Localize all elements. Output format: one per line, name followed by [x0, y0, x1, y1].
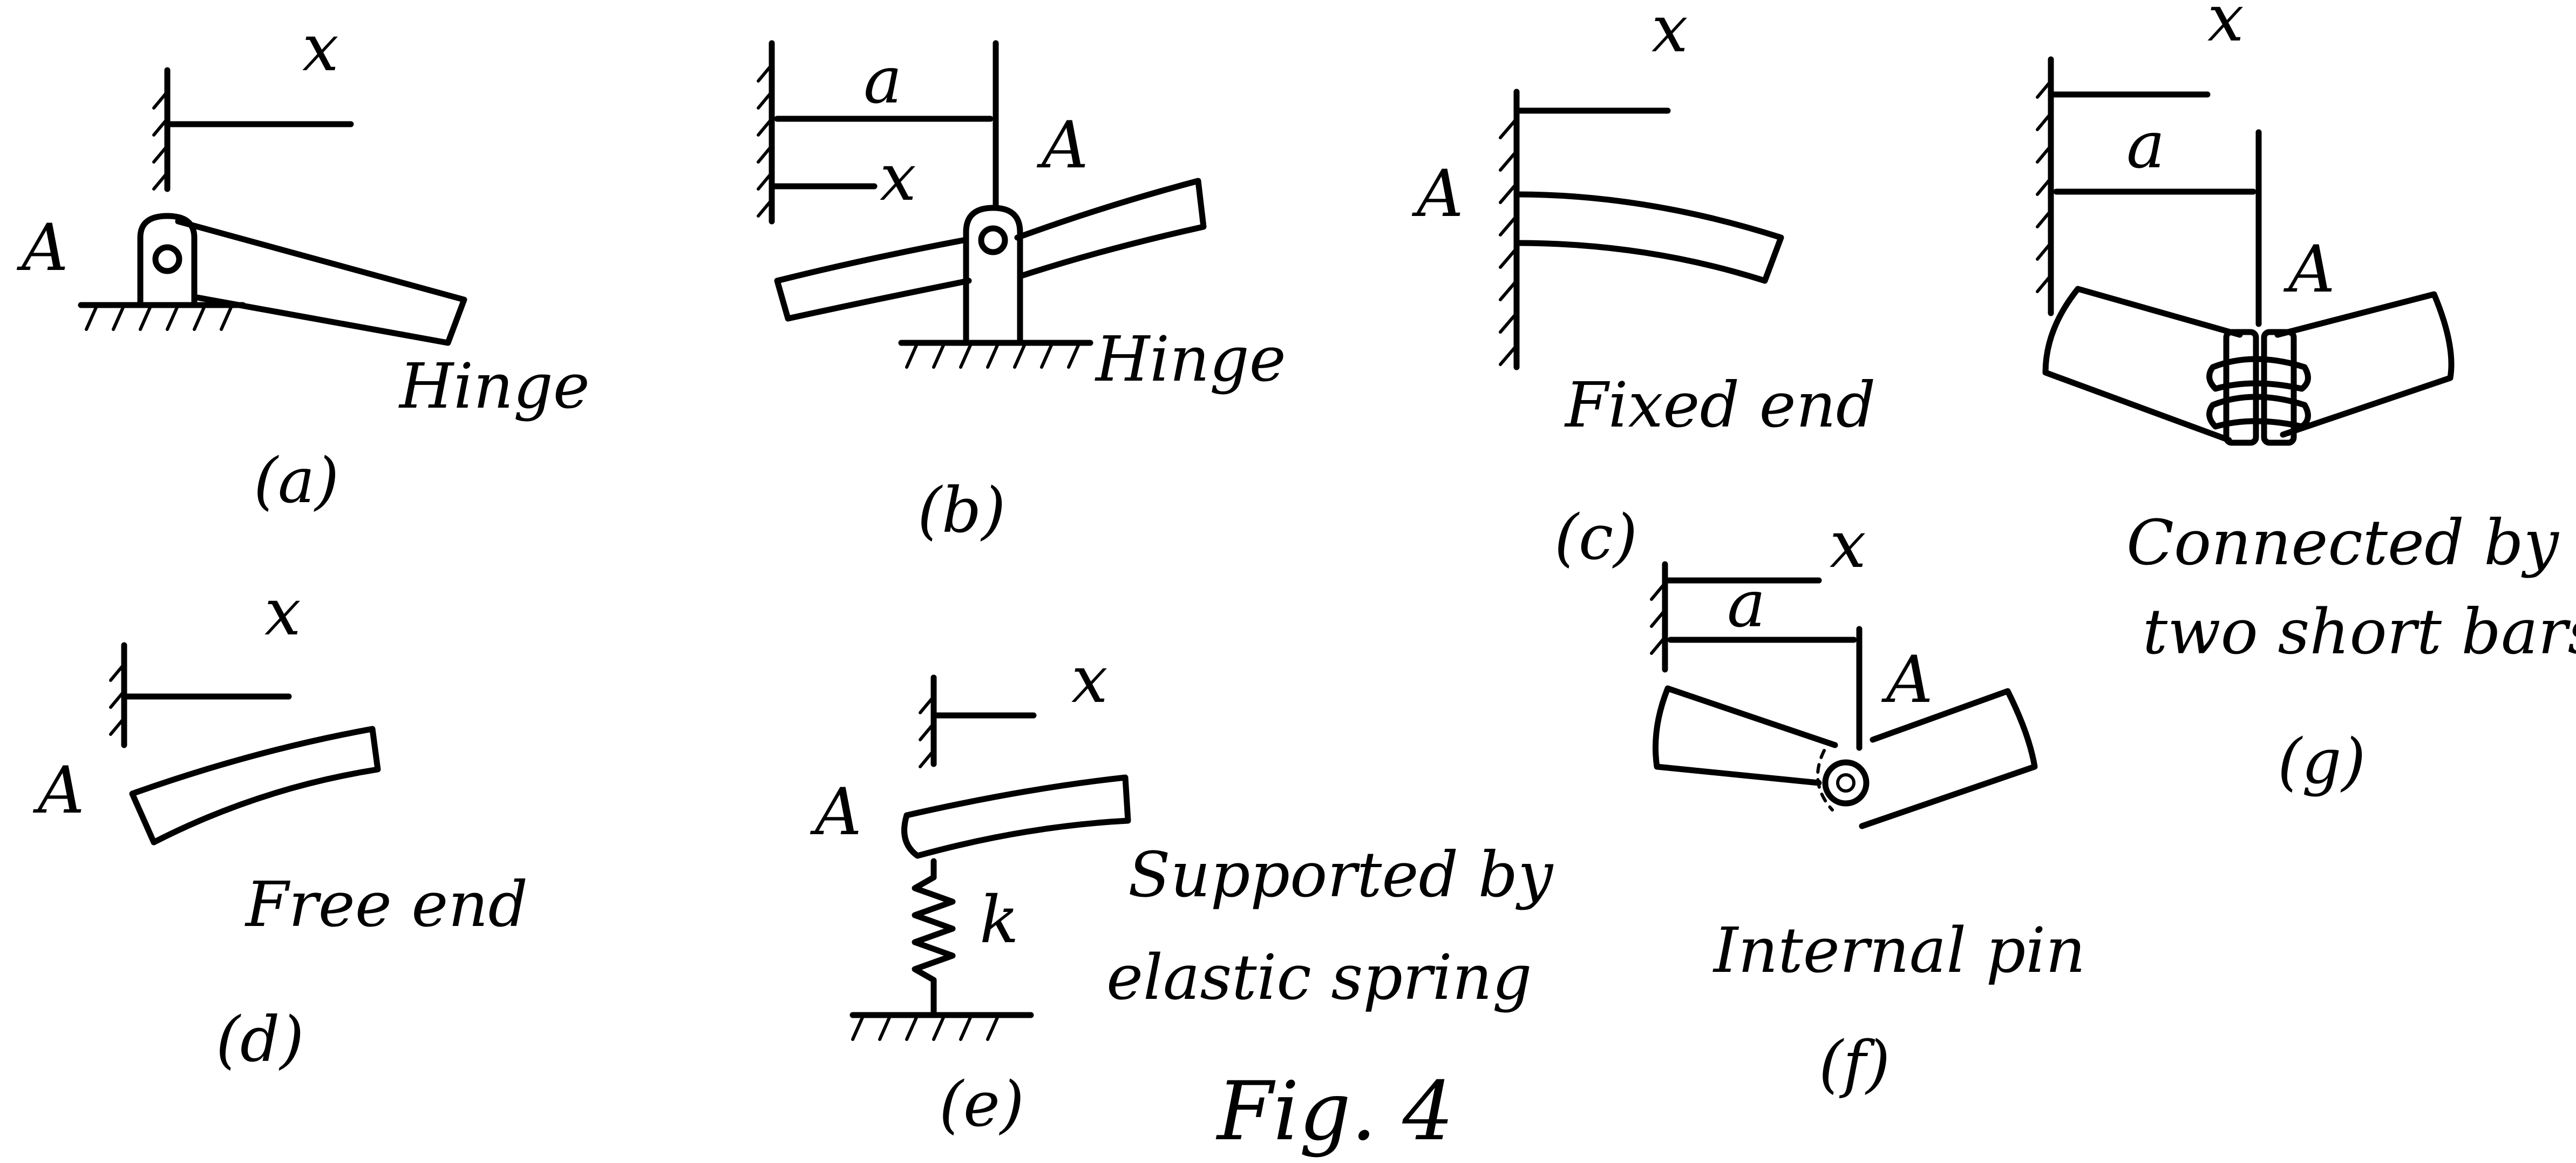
wall-hatch-a	[152, 67, 171, 192]
panel-tag-b: (b)	[917, 475, 1005, 547]
beam-e	[901, 774, 1131, 859]
panel-b: a x A Hinge (b)	[757, 40, 1286, 547]
caption-g-line2: two short bars	[2143, 596, 2576, 668]
wall-hatch-b	[757, 40, 775, 225]
point-label-c: A	[1411, 157, 1464, 232]
dimension-label-g: a	[2126, 108, 2165, 183]
panel-g: x a A Connected by two short bars (g)	[2036, 0, 2576, 798]
caption-c: Fixed end	[1564, 369, 1875, 442]
point-label-a: A	[16, 211, 69, 286]
connecting-bars-g	[2206, 329, 2311, 446]
beam-right-f	[1859, 688, 2038, 829]
spring-constant-label-e: k	[980, 883, 1019, 958]
internal-pin-f	[1816, 749, 1870, 812]
x-coordinate-label-e: x	[1071, 643, 1108, 718]
beam-left-g	[2042, 286, 2243, 443]
beam-a	[175, 218, 467, 346]
point-label-d: A	[32, 753, 85, 828]
cantilever-beam-c	[1513, 191, 1784, 284]
panel-tag-a: (a)	[254, 445, 339, 517]
caption-d: Free end	[244, 869, 528, 941]
panel-c: x A Fixed end (c)	[1411, 0, 1875, 574]
panel-tag-g: (g)	[2278, 726, 2366, 798]
beam-right-g	[2274, 291, 2455, 438]
wall-hatch-g	[2036, 56, 2054, 316]
dimension-label-b: a	[864, 43, 902, 118]
panel-tag-e: (e)	[939, 1069, 1024, 1141]
hinge-support-a	[78, 213, 246, 331]
panel-d: x A Free end (d)	[32, 575, 528, 1076]
x-coordinate-label-c: x	[1651, 0, 1688, 67]
panel-e: x A k Supported by elastic spring (e)	[810, 643, 1554, 1141]
figure-caption: Fig. 4	[1215, 1065, 1454, 1159]
panel-a: x A Hinge (a)	[16, 11, 590, 517]
wall-hatch-e	[919, 674, 937, 768]
beam-right-b	[1014, 178, 1207, 279]
dimension-label-f: a	[1727, 567, 1766, 642]
caption-g-line1: Connected by	[2126, 507, 2560, 579]
fixed-wall-c	[1499, 89, 1520, 370]
caption-f: Internal pin	[1712, 915, 2085, 987]
beam-left-b	[774, 237, 972, 322]
x-coordinate-label-g: x	[2207, 0, 2244, 56]
panel-f: x a A Internal pin (f)	[1650, 508, 2085, 1100]
point-label-b: A	[1036, 108, 1089, 183]
panel-tag-d: (d)	[216, 1004, 304, 1076]
x-coordinate-label-a: x	[302, 11, 339, 86]
x-coordinate-label-d: x	[264, 575, 301, 650]
point-label-g: A	[2283, 232, 2335, 307]
x-coordinate-label-f: x	[1830, 508, 1866, 583]
point-label-e: A	[810, 775, 862, 850]
free-beam-d	[129, 726, 381, 846]
caption-b: Hinge	[1095, 323, 1286, 396]
caption-a: Hinge	[398, 350, 590, 423]
elastic-spring-e	[849, 858, 1034, 1041]
panel-tag-f: (f)	[1819, 1028, 1890, 1100]
point-label-f: A	[1881, 643, 1933, 718]
x-coordinate-label-b: x	[880, 140, 916, 215]
caption-e-line1: Supported by	[1128, 839, 1554, 911]
beam-left-f	[1653, 685, 1838, 786]
caption-e-line2: elastic spring	[1106, 942, 1532, 1014]
hinge-support-b	[898, 205, 1093, 369]
panel-tag-c: (c)	[1554, 502, 1637, 574]
